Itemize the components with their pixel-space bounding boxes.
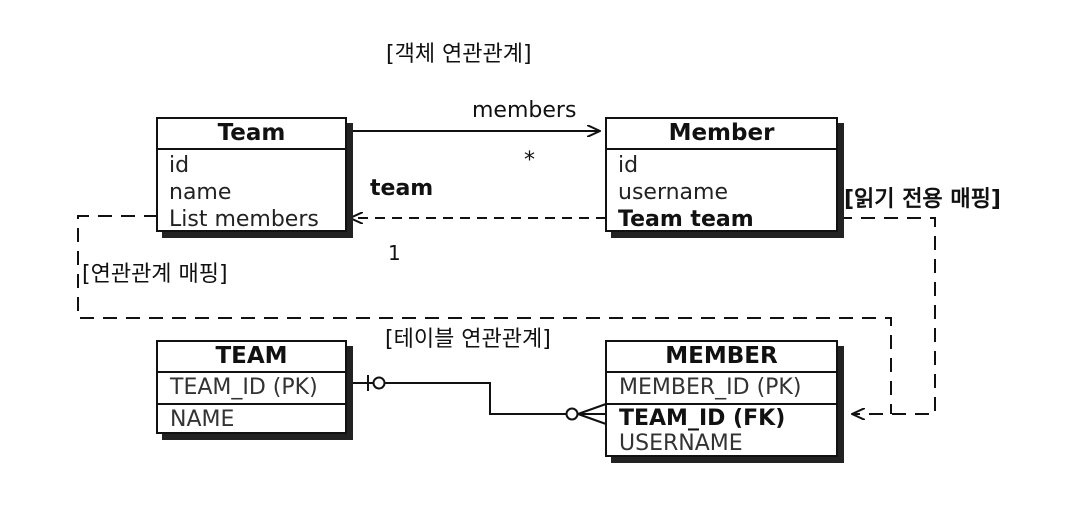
team-field-name: name [169,180,232,205]
team-label: team [370,176,434,201]
one-multiplicity-label: 1 [388,241,401,265]
members-label: members [472,98,577,123]
member-table-box: MEMBER MEMBER_ID (PK) TEAM_ID (FK) USERN… [605,340,838,457]
relation-mapping-label: [연관관계 매핑] [82,264,232,286]
team-field-members: List members [169,207,319,232]
relation-mapping-line [77,215,892,414]
table-relationship-line [347,375,607,425]
object-relation-title: [객체 연관관계] [386,42,532,67]
member-entity-box: Member id username Team team [605,117,838,232]
team-table-pk: TEAM_ID (PK) [170,375,318,400]
member-field-team: Team team [618,207,754,232]
member-table-pk: MEMBER_ID (PK) [619,375,802,400]
read-only-mapping-label: [읽기 전용 매핑] [844,187,1001,212]
team-table-box: TEAM TEAM_ID (PK) NAME [156,340,347,434]
team-entity-title: Team [158,119,345,150]
team-table-title: TEAM [158,342,345,373]
read-only-mapping-line [838,217,936,414]
member-table-title: MEMBER [607,342,836,373]
team-entity-box: Team id name List members [156,117,347,232]
member-table-col-username: USERNAME [619,431,743,456]
member-table-fk: TEAM_ID (FK) [607,403,836,433]
many-multiplicity-label: * [524,148,535,173]
member-field-id: id [618,153,639,178]
member-field-username: username [618,180,728,205]
team-field-id: id [169,153,190,178]
member-entity-title: Member [607,119,836,150]
table-relation-title: [테이블 연관관계] [385,327,551,352]
team-table-col-name: NAME [158,403,345,435]
